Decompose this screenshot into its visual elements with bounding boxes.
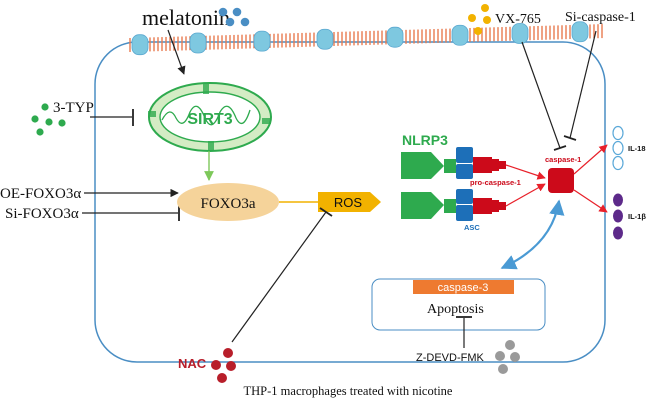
z-devd-dot-cluster-icon	[495, 340, 520, 374]
apoptosis-label: Apoptosis	[427, 302, 484, 317]
3-typ-dot-cluster-icon	[31, 103, 66, 136]
nac-label: NAC	[178, 356, 207, 371]
sirt3-label: SIRT3	[187, 111, 232, 128]
asc-label: ASC	[464, 223, 480, 232]
membrane-protein	[571, 21, 589, 43]
pro-caspase1-label: pro-caspase-1	[470, 178, 521, 187]
il18-label: IL-18	[628, 144, 646, 153]
cell-membrane	[129, 21, 603, 56]
caspase1-block-icon	[548, 168, 574, 193]
caspase1-to-il1b-arrow	[573, 189, 608, 213]
3-typ-label: 3-TYP	[53, 100, 94, 116]
ros-label: ROS	[334, 195, 363, 210]
nlrp3-complex-top	[401, 147, 506, 179]
vx765-inhibition-line	[521, 41, 561, 149]
caspase1-apoptosis-link-arrow	[500, 199, 565, 270]
melatonin-arrow	[167, 29, 186, 75]
si-foxo3a-label: Si-FOXO3α	[5, 206, 79, 222]
mitochondrion-icon	[148, 82, 272, 152]
membrane-protein	[189, 32, 207, 54]
nac-inhibition-bar	[319, 207, 333, 217]
caption: THP-1 macrophages treated with nicotine	[244, 384, 453, 398]
nac-dot-cluster-icon	[211, 348, 236, 383]
nac-inhibition-line	[231, 211, 327, 343]
membrane-protein	[451, 24, 469, 46]
vx765-inhibition-bar	[553, 145, 567, 151]
ros-node	[318, 192, 381, 212]
membrane-protein	[386, 26, 404, 48]
melatonin-dot-cluster-icon	[218, 7, 250, 27]
membrane-protein	[511, 23, 529, 44]
si-caspase1-inhibition-bar	[563, 135, 577, 141]
caspase1-label: caspase-1	[545, 155, 581, 164]
z-devd-fmk-label: Z-DEVD-FMK	[416, 352, 484, 364]
melatonin-label: melatonin	[142, 5, 230, 30]
il1b-cytokine-dot-icon	[613, 193, 623, 240]
caspase3-label: caspase-3	[438, 282, 489, 294]
si-caspase1-label: Si-caspase-1	[565, 10, 636, 25]
procaspase-top-to-caspase1-arrow	[505, 164, 546, 180]
nlrp3-label: NLRP3	[402, 132, 448, 148]
caspase3-node	[413, 280, 514, 294]
membrane-protein	[131, 34, 149, 56]
membrane-protein	[253, 30, 271, 52]
membrane-protein	[316, 28, 334, 50]
oe-foxo3a-label: OE-FOXO3α	[0, 186, 81, 202]
vx765-label: VX-765	[495, 12, 541, 27]
foxo3a-node	[177, 183, 279, 221]
nlrp3-complex-bottom	[401, 189, 506, 221]
caspase1-to-il18-arrow	[573, 144, 608, 175]
il18-cytokine-ring-icon	[612, 125, 624, 171]
vx765-dot-cluster-icon	[468, 4, 491, 35]
foxo3a-label: FOXO3a	[201, 196, 256, 212]
si-caspase1-inhibition-line	[569, 30, 597, 139]
il1b-label: IL-1β	[628, 212, 646, 221]
